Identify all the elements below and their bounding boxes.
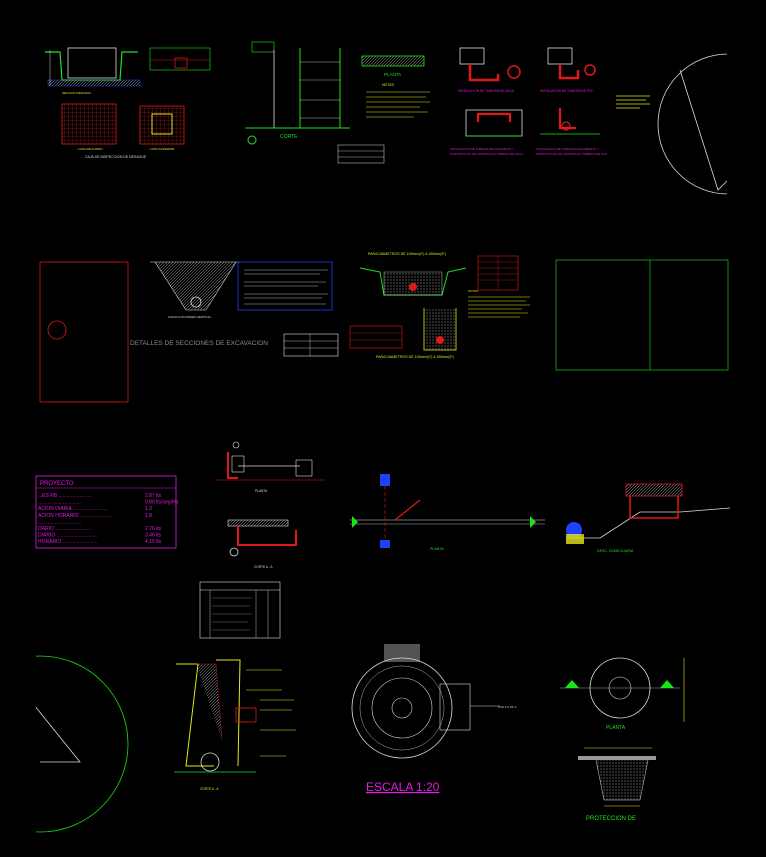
proteccion-label: PROTECCION DE (586, 816, 636, 822)
project-row-value: 4.15 lts (145, 539, 162, 545)
svg-text:DISPOSITIVOS DE LIMPIEZA EN TU: DISPOSITIVOS DE LIMPIEZA EN TUBERIA DE A… (450, 152, 523, 156)
corte-aa-bottom: CORTE A - A (200, 787, 219, 791)
frame-right-sheet (555, 259, 729, 371)
svg-text:DISPOSITIVOS DE LIMPIEZA EN TU: DISPOSITIVOS DE LIMPIEZA EN TUBERIA DE P… (536, 152, 608, 156)
svg-text:SECCION INDICADA: SECCION INDICADA (62, 91, 91, 95)
svg-text:INSTALACION DE TUBERIAS DE ASB: INSTALACION DE TUBERIAS DE ASBESTO Y (536, 147, 599, 151)
project-row-label: HORARIO ......................... (38, 539, 97, 545)
detail-proteccion-planta: PLANTA PROTECCION DE (560, 657, 685, 822)
project-row-label: ............................... (38, 500, 81, 506)
frame-left-sheet (39, 261, 129, 403)
project-row-label: DIARIO ............................. (38, 533, 97, 539)
project-row-label: DARIO .......................... (38, 526, 91, 532)
svg-text:NOTAS: NOTAS (382, 83, 394, 87)
detail-conexion-domiciliaria: PLANTA CORTE A - A (215, 441, 325, 569)
escala-label: ESCALA 1:20 (366, 780, 440, 794)
planta-label-mid2: PLANTA (430, 547, 444, 551)
detail-instalacion-magenta: INSTALACION DE TUBERIA DE AGUA INSTALACI… (450, 47, 650, 156)
svg-text:NOTAS: NOTAS (468, 289, 478, 293)
project-table: PROYECTO ...ES RB ......................… (35, 475, 179, 549)
detail-corte-riser: CORTE (245, 41, 385, 164)
corte-aa-mid: CORTE A - A (254, 565, 273, 569)
detail-planta-buzon: 0.20 X 0.25 m ESCALA 1:20 (351, 644, 517, 794)
project-row-value: 0.80 lts/seg/Ha (145, 500, 179, 506)
svg-text:INSTALACION DE TUBERIA DE PVC: INSTALACION DE TUBERIA DE PVC (540, 89, 594, 93)
planta-label-top: PLANTA (384, 72, 401, 77)
detail-corte-buzon: CORTE A - A (174, 659, 296, 791)
detail-secciones-excavacion: ZANJA CON PARED VERTICAL DETALLES DE SEC… (130, 261, 339, 357)
project-row-label: ...ES RB ........................ (38, 493, 92, 499)
circle-marker-bottom-left (0, 640, 129, 857)
detalles-title: DETALLES DE SECCIONES DE EXCAVACION (130, 340, 268, 347)
detail-grid-plans: LOSA DE FONDO LOSA SUPERIOR CAJA DE INSP… (61, 103, 185, 159)
svg-text:ZANJA CON PARED VERTICAL: ZANJA CON PARED VERTICAL (168, 315, 212, 319)
detail-planta-conexion: PLANTA (350, 474, 545, 551)
svg-text:INSTALACION DE TUBERIA DE AGUA: INSTALACION DE TUBERIA DE AGUA (458, 89, 515, 93)
project-row-label: ACION HORARIO ....................... (38, 513, 112, 519)
materials-table (199, 581, 281, 639)
detail-planta-top: PLANTA NOTAS (361, 55, 430, 118)
para-diametros-label-2: PARA DIAMETROS DE 100mm(4") A 150mm(6") (376, 355, 454, 359)
corte-label-top: CORTE (280, 134, 298, 140)
svg-text:LOSA SUPERIOR: LOSA SUPERIOR (150, 147, 175, 151)
project-row-value: 1.3 (145, 506, 152, 512)
project-row-value: 2.87 lts (145, 493, 162, 499)
project-table-title: PROYECTO (40, 481, 74, 487)
detail-desc-domiciliaria: DESC. DOMICILIARIA (566, 483, 731, 553)
project-row-value: 2.76 lts (145, 526, 162, 532)
project-row-label: ............................... (38, 519, 81, 525)
svg-text:LOSA DE FONDO: LOSA DE FONDO (78, 147, 103, 151)
detail-zanja-diametros: PARA DIAMETROS DE 100mm(4") A 150mm(6") … (349, 252, 530, 359)
desc-domiciliaria-label: DESC. DOMICILIARIA (597, 549, 634, 553)
detail-caja-section: SECCION INDICADA (45, 47, 211, 95)
planta-label-right: PLANTA (606, 725, 626, 731)
project-row-label: ACION DIARIA ......................... (38, 506, 108, 512)
svg-text:CAJA DE INSPECCION DE DESAGUE: CAJA DE INSPECCION DE DESAGUE (85, 155, 147, 159)
project-row-value: 3.46 lts (145, 533, 162, 539)
svg-text:INSTALACION DE TUBERIA DE CONC: INSTALACION DE TUBERIA DE CONCRETO Y (450, 147, 514, 151)
svg-text:0.20 X 0.25 m: 0.20 X 0.25 m (498, 705, 517, 709)
circle-marker-top-right (657, 40, 766, 210)
para-diametros-label: PARA DIAMETROS DE 100mm(4") A 150mm(6") (368, 252, 446, 256)
project-row-value: 1.8 (145, 513, 152, 519)
planta-label-mid: PLANTA (255, 489, 268, 493)
